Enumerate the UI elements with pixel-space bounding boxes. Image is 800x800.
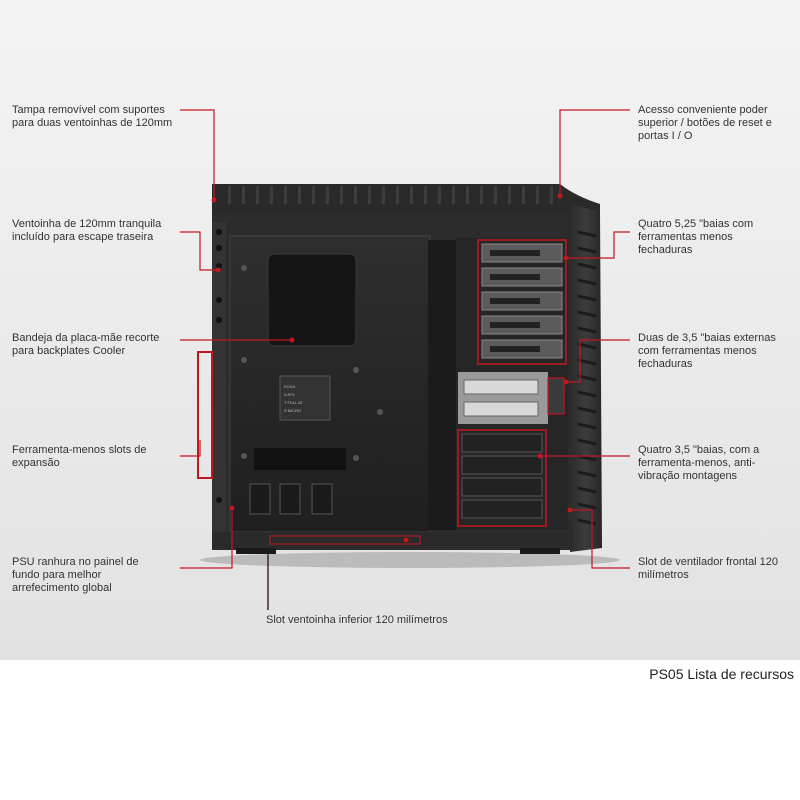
- foot-right: [520, 548, 560, 554]
- tray-standoffs: [241, 265, 383, 461]
- diagram-stage: ECHA A ATX T FULL AT S MICRO: [0, 0, 800, 660]
- label-bays-35-ext: Duas de 3,5 "baias externas com ferramen…: [638, 332, 776, 370]
- cooler-cutout: [267, 253, 357, 347]
- label-bays-35-int: Quatro 3,5 "baias, com a ferramenta-meno…: [638, 444, 760, 482]
- top-cover: [212, 184, 600, 222]
- bays-525-highlight: [477, 239, 567, 365]
- expansion-accent: [197, 351, 213, 479]
- label-expansion-slots: Ferramenta-menos slots de expansão: [12, 444, 147, 469]
- svg-text:A ATX: A ATX: [284, 392, 295, 397]
- callout-lines: [180, 109, 630, 610]
- top-cover-ribs: [228, 186, 553, 204]
- svg-text:S MICRO: S MICRO: [284, 408, 301, 413]
- front-bezel-ribs: [577, 230, 597, 526]
- bays-35-int-highlight: [457, 429, 547, 527]
- rear-panel: [212, 222, 226, 548]
- label-top-cover: Tampa removível com suportes para duas v…: [12, 104, 173, 129]
- label-rear-fan: Ventoinha de 120mm tranquila incluído pa…: [12, 218, 162, 243]
- callout-dots: [211, 193, 573, 543]
- bottom-rail: [212, 532, 572, 548]
- label-bottom-fan: Slot ventoinha inferior 120 milímetros: [266, 614, 448, 626]
- expansion-slot-latches: [249, 483, 333, 515]
- label-top-io: Acesso conveniente poder superior / botõ…: [638, 104, 772, 142]
- drive-cage-divider: [428, 240, 456, 530]
- label-front-fan: Slot de ventilador frontal 120 milímetro…: [638, 556, 779, 581]
- pc-case-illustration: ECHA A ATX T FULL AT S MICRO: [180, 109, 630, 610]
- caption: PS05 Lista de recursos: [649, 666, 794, 682]
- label-mobo-tray: Bandeja da placa-mãe recorte para backpl…: [12, 332, 160, 357]
- rear-holes: [216, 229, 222, 503]
- case-shadow: [200, 552, 620, 568]
- label-bays-525: Quatro 5,25 "baias com ferramentas menos…: [638, 218, 754, 256]
- bays-35-int: [461, 433, 543, 519]
- tray-cutout-lower: [254, 448, 346, 470]
- svg-text:T FULL AT: T FULL AT: [284, 400, 303, 405]
- tray-label-plate: [279, 375, 331, 421]
- label-psu-slot: PSU ranhura no painel de fundo para melh…: [12, 556, 139, 594]
- svg-text:ECHA: ECHA: [284, 384, 295, 389]
- foot-left: [236, 548, 276, 554]
